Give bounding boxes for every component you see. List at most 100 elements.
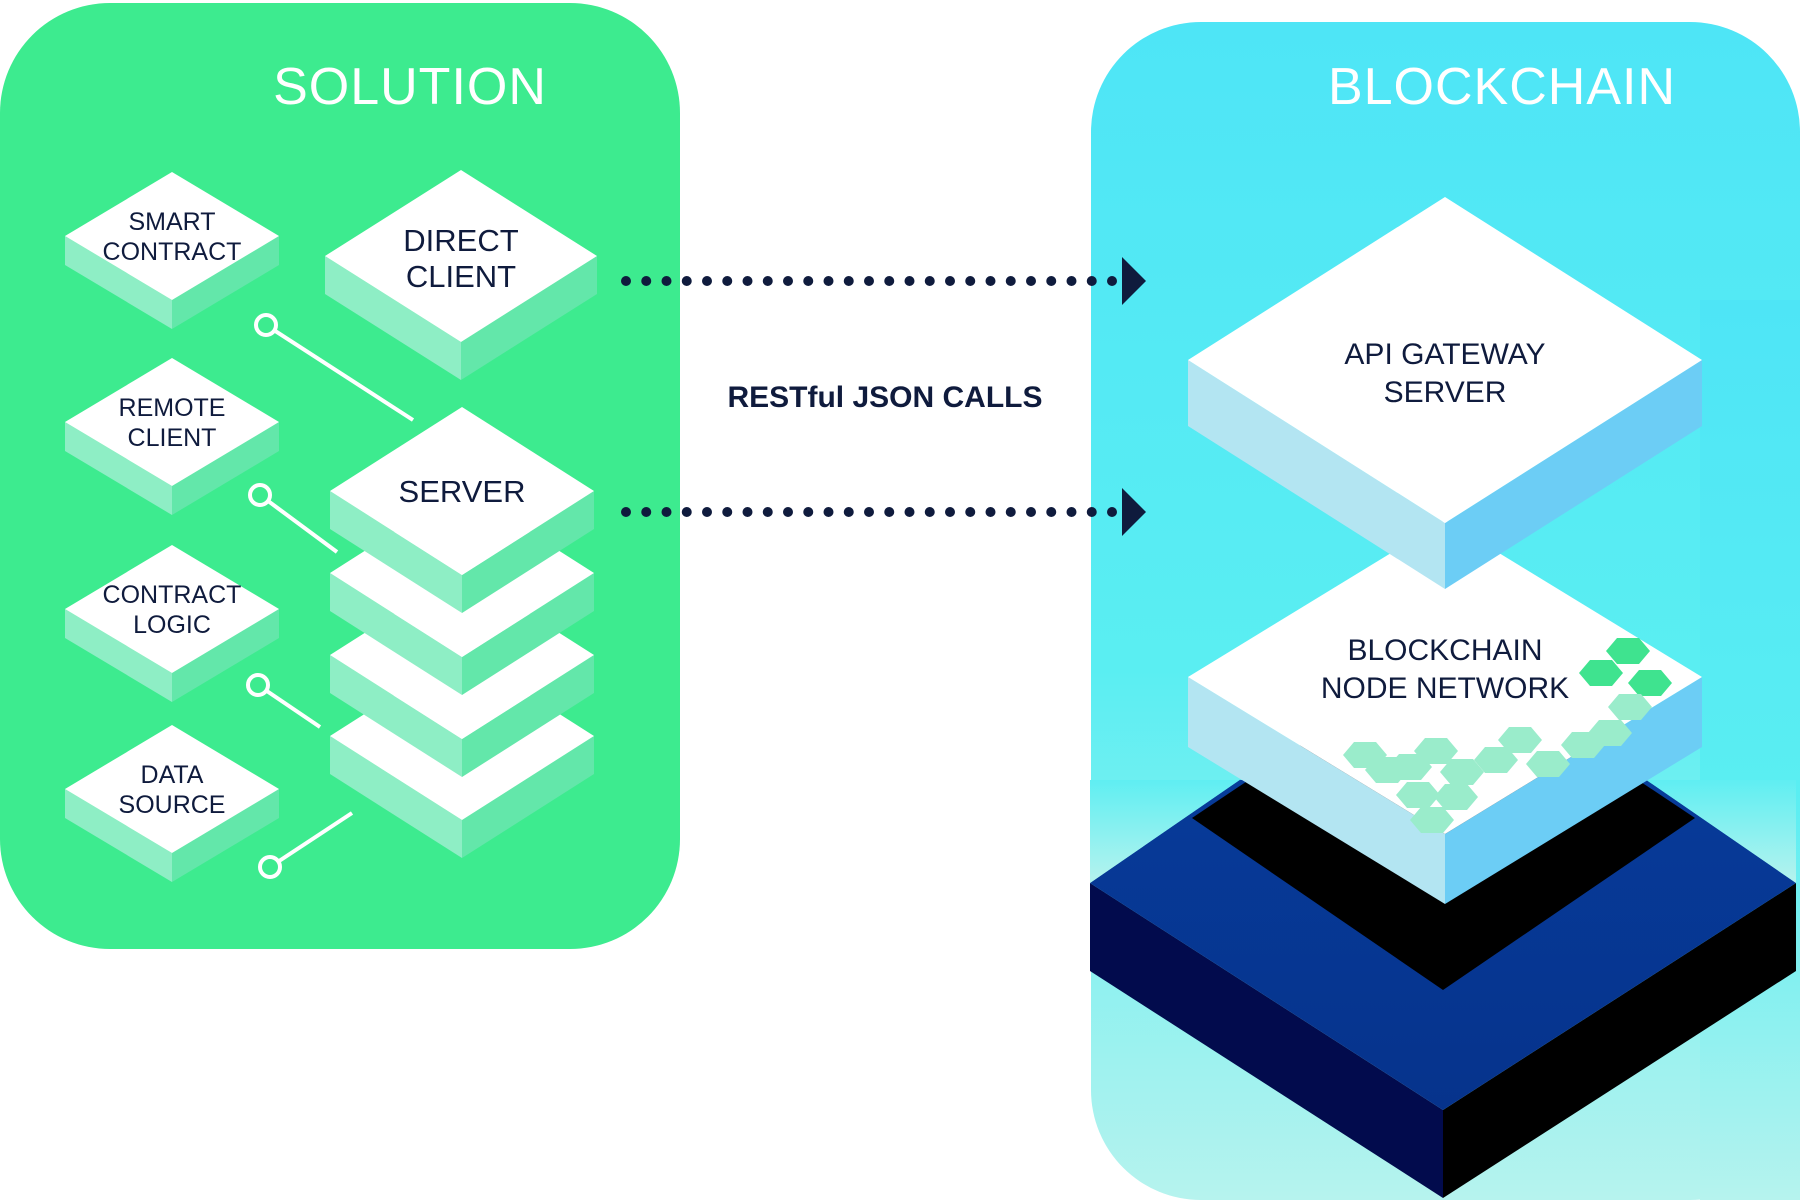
blockchain-node-network-layer-left-face bbox=[1188, 677, 1445, 904]
node-hexagon-icon bbox=[1410, 807, 1454, 833]
restful-calls-arrows bbox=[621, 257, 1146, 536]
smart-contract-block-left-face bbox=[65, 236, 172, 329]
arrow-dot bbox=[1026, 276, 1036, 286]
arrow-dot bbox=[843, 276, 854, 286]
remote-client-block-top-face bbox=[65, 358, 279, 486]
arrow-dot bbox=[1086, 276, 1097, 286]
solution-panel-left-square bbox=[0, 200, 60, 800]
server-block-right-face bbox=[462, 491, 594, 613]
arrow-dot bbox=[904, 507, 915, 517]
arrow-dot bbox=[803, 507, 814, 517]
base-right-face bbox=[1443, 883, 1796, 1198]
connector-data-source bbox=[258, 811, 354, 879]
server-stack-layer-2-left-face bbox=[330, 573, 462, 695]
arrow-dot bbox=[924, 507, 935, 517]
connector-remote-client bbox=[248, 483, 339, 554]
arrow-dot bbox=[1107, 507, 1117, 517]
api-gateway-server-layer-right-face bbox=[1445, 360, 1702, 589]
server-block-top-face bbox=[330, 407, 594, 575]
node-hexagon-icon bbox=[1579, 660, 1623, 686]
arrow-dot bbox=[864, 276, 874, 286]
arrow-dot bbox=[965, 276, 976, 286]
data-source-block-top-face bbox=[65, 725, 279, 853]
arrow-dot bbox=[661, 507, 672, 517]
arrow-dot bbox=[1005, 276, 1016, 286]
contract-logic-block-left-face bbox=[65, 609, 172, 702]
server-stack-layer-3-left-face bbox=[330, 655, 462, 777]
contract-logic-block-top-face bbox=[65, 545, 279, 673]
direct-client-block-label-line-1: DIRECT bbox=[403, 223, 518, 258]
arrowhead-icon bbox=[1122, 257, 1146, 305]
arrow-dot bbox=[864, 507, 874, 517]
arrow-dot bbox=[681, 507, 692, 517]
connector-contract-logic-line bbox=[265, 688, 322, 729]
arrow-dot bbox=[641, 276, 652, 286]
connector-remote-client-node-icon bbox=[248, 483, 272, 507]
contract-logic-block-label-line-1: CONTRACT bbox=[103, 581, 242, 609]
blockchain-panel-right-square bbox=[1700, 300, 1800, 1200]
data-source-block-right-face bbox=[172, 789, 279, 882]
node-hexagon-icon bbox=[1606, 638, 1650, 664]
restful-call-arrow-2 bbox=[621, 488, 1146, 536]
connector-contract-logic bbox=[246, 673, 322, 729]
arrow-dot bbox=[681, 276, 692, 286]
server-block-left-face bbox=[330, 491, 462, 613]
solution-title: SOLUTION bbox=[273, 58, 547, 116]
node-hexagon-icon bbox=[1526, 751, 1570, 777]
remote-client-block-right-face bbox=[172, 422, 279, 515]
arrow-dot bbox=[1066, 276, 1077, 286]
remote-client-block-label-line-1: REMOTE bbox=[119, 394, 226, 422]
contract-logic-block-label-line-2: LOGIC bbox=[133, 611, 211, 639]
arrow-dot bbox=[621, 276, 631, 286]
arrow-dot bbox=[661, 276, 672, 286]
restful-json-calls-label: RESTful JSON CALLS bbox=[727, 381, 1042, 414]
direct-client-block-right-face bbox=[461, 256, 597, 380]
arrow-dot bbox=[722, 507, 733, 517]
node-hexagon-icon bbox=[1440, 759, 1484, 785]
arrowhead-icon bbox=[1122, 488, 1146, 536]
data-source-block-label-line-1: DATA bbox=[141, 761, 204, 789]
node-hexagon-icon bbox=[1414, 738, 1458, 764]
blockchain-title: BLOCKCHAIN bbox=[1328, 58, 1676, 116]
arrow-dot bbox=[783, 276, 793, 286]
restful-call-arrow-1 bbox=[621, 257, 1146, 305]
arrow-dot bbox=[762, 507, 773, 517]
remote-client-block-label-line-2: CLIENT bbox=[128, 424, 217, 452]
arrow-dot bbox=[702, 276, 712, 286]
arrow-dot bbox=[702, 507, 712, 517]
arrow-dot bbox=[1086, 507, 1097, 517]
api-gateway-server-layer-left-face bbox=[1188, 360, 1445, 589]
connector-smart-contract-node-icon bbox=[254, 313, 278, 337]
arrow-dot bbox=[945, 276, 955, 286]
connector-smart-contract-line bbox=[273, 328, 415, 422]
node-hexagon-icon bbox=[1498, 727, 1542, 753]
arrow-dot bbox=[904, 276, 915, 286]
node-hexagon-icon bbox=[1474, 747, 1518, 773]
arrow-dot bbox=[884, 507, 895, 517]
arrow-dot bbox=[1026, 507, 1036, 517]
arrow-dot bbox=[1046, 507, 1057, 517]
server-block-label-line-1: SERVER bbox=[399, 474, 526, 509]
blockchain-node-network-layer-label-line-1: BLOCKCHAIN bbox=[1347, 634, 1542, 667]
node-hexagon-icon bbox=[1343, 742, 1387, 768]
api-gateway-server-layer-label-line-2: SERVER bbox=[1384, 376, 1507, 409]
arrow-dot bbox=[1005, 507, 1016, 517]
arrow-dot bbox=[742, 507, 753, 517]
data-source-block-left-face bbox=[65, 789, 172, 882]
arrow-dot bbox=[1046, 276, 1057, 286]
connector-contract-logic-node-icon bbox=[246, 673, 270, 697]
blockchain-node-network-layer-right-face bbox=[1445, 677, 1702, 904]
arrow-dot bbox=[762, 276, 773, 286]
arrow-dot bbox=[985, 276, 996, 286]
arrow-dot bbox=[1107, 276, 1117, 286]
direct-client-block-left-face bbox=[325, 256, 461, 380]
server-block: SERVER bbox=[330, 407, 594, 613]
